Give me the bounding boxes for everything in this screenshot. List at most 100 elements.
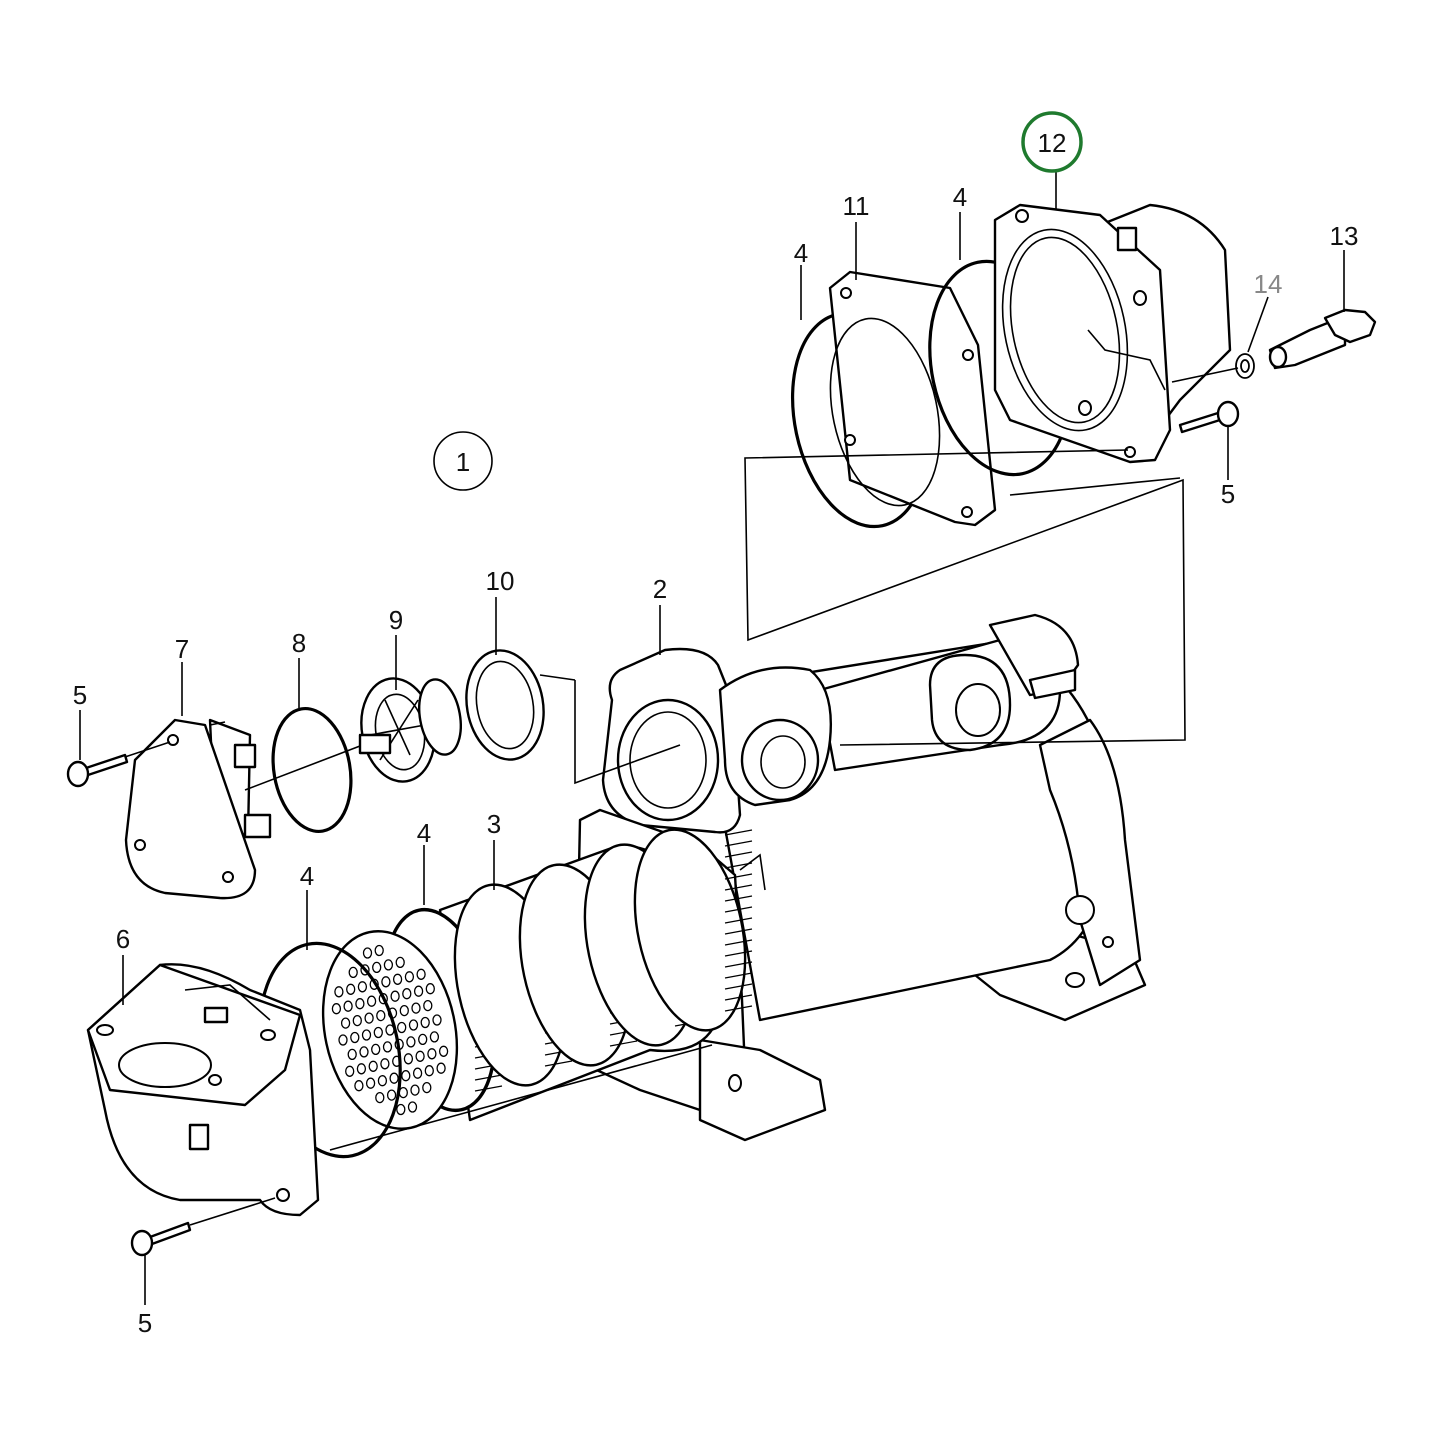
tube-bundle[interactable] <box>306 819 762 1141</box>
perforation-hole <box>413 985 424 997</box>
bundle-fin <box>544 1060 573 1067</box>
perforation-hole <box>422 1081 432 1094</box>
callouts: 1 2 3 4 4 4 4 5 5 5 6 7 8 9 10 11 12 13 … <box>73 111 1359 1338</box>
perforation-hole <box>381 976 391 988</box>
callout-1[interactable]: 1 <box>456 447 470 477</box>
perforation-hole <box>374 944 384 957</box>
perforation-hole <box>365 1077 376 1089</box>
thermostat-cover[interactable] <box>124 718 272 900</box>
perforation-hole <box>411 1002 421 1014</box>
callout-ring-1 <box>433 431 493 491</box>
perforation-hole <box>368 1060 378 1072</box>
bundle-disc <box>633 828 747 1032</box>
perforation-hole <box>364 1012 374 1024</box>
bundle-fin <box>609 1040 638 1047</box>
perforation-hole <box>423 999 433 1012</box>
bundle-fin <box>724 840 753 847</box>
o-ring-cover[interactable] <box>264 702 360 837</box>
temperature-sender[interactable] <box>1268 308 1377 370</box>
perforation-hole <box>427 1048 437 1060</box>
seal-ring-thermostat[interactable] <box>458 644 552 766</box>
thermostat[interactable] <box>354 673 467 788</box>
perforation-hole <box>380 1058 390 1070</box>
bundle-fin <box>474 1074 503 1081</box>
assembly-lines <box>124 367 1239 1226</box>
perforation-hole <box>355 998 365 1010</box>
perforation-hole <box>410 1084 420 1096</box>
perforation-hole <box>382 1041 393 1053</box>
perforation-hole <box>376 1009 386 1022</box>
perforation-hole <box>350 1031 360 1044</box>
callout-4-top-left[interactable]: 4 <box>794 238 808 268</box>
callout-5-left[interactable]: 5 <box>73 680 87 710</box>
bundle-fin <box>724 928 753 935</box>
perforation-hole <box>361 1029 372 1041</box>
perforation-hole <box>334 986 344 998</box>
perforation-hole <box>389 1072 399 1084</box>
bundle-fin <box>474 1085 503 1092</box>
perforation-hole <box>424 1065 434 1077</box>
perforation-hole <box>408 1019 419 1031</box>
perforation-hole <box>425 983 435 995</box>
bundle-fin <box>724 950 753 957</box>
perforation-hole <box>397 1021 407 1034</box>
end-cap-cover[interactable] <box>985 203 1232 464</box>
callout-5-bottom[interactable]: 5 <box>138 1308 152 1338</box>
perforation-hole <box>348 966 358 979</box>
callout-12[interactable]: 12 <box>1038 128 1067 158</box>
bundle-fin <box>724 917 753 924</box>
callout-6[interactable]: 6 <box>116 924 130 954</box>
callout-11[interactable]: 11 <box>843 191 870 221</box>
bundle-fin <box>724 1005 753 1012</box>
perforation-hole <box>392 973 403 985</box>
perforation-hole <box>366 995 377 1007</box>
perforation-hole <box>436 1062 446 1074</box>
bundle-fin <box>724 895 753 902</box>
perforation-hole <box>343 1000 353 1012</box>
perforation-hole <box>377 1075 388 1087</box>
bolt-top[interactable] <box>1178 400 1240 434</box>
perforation-hole <box>372 961 382 974</box>
bundle-fin <box>724 884 753 891</box>
callout-leaders <box>79 170 1345 1305</box>
perforation-hole <box>373 1026 383 1039</box>
perforation-hole <box>401 1070 411 1082</box>
callout-4-top-right[interactable]: 4 <box>953 182 967 212</box>
perforation-hole <box>438 1045 449 1057</box>
sealing-washer[interactable] <box>1235 353 1255 379</box>
perforation-hole <box>416 968 426 980</box>
callout-13[interactable]: 13 <box>1330 221 1359 251</box>
perforation-hole <box>415 1050 425 1062</box>
perforation-hole <box>407 1101 418 1113</box>
callout-5-right[interactable]: 5 <box>1221 479 1235 509</box>
perforation-hole <box>420 1016 430 1029</box>
perforation-hole <box>345 1065 355 1077</box>
perforation-hole <box>356 1063 367 1075</box>
callout-8[interactable]: 8 <box>292 628 306 658</box>
end-cover[interactable] <box>86 963 320 1217</box>
callout-ring-12 <box>1021 111 1083 173</box>
perforation-hole <box>352 1014 362 1027</box>
callout-7[interactable]: 7 <box>175 634 189 664</box>
bundle-fin <box>724 994 753 1001</box>
perforation-hole <box>403 1053 414 1065</box>
heat-exchanger-housing[interactable] <box>573 613 1147 1142</box>
perforation-hole <box>429 1031 440 1043</box>
bolt-bottom[interactable] <box>130 1221 192 1257</box>
callout-2[interactable]: 2 <box>653 574 667 604</box>
perforation-hole <box>371 1043 381 1056</box>
callout-4-bundle-rear[interactable]: 4 <box>300 861 314 891</box>
perforation-hole <box>357 981 368 993</box>
perforation-hole <box>340 1017 351 1029</box>
perforation-hole <box>402 988 412 1000</box>
callout-9[interactable]: 9 <box>389 605 403 635</box>
callout-3[interactable]: 3 <box>487 809 501 839</box>
perforation-hole <box>386 1089 397 1101</box>
perforation-hole <box>331 1003 342 1015</box>
perforation-hole <box>406 1036 416 1048</box>
adapter-plate[interactable] <box>814 270 997 527</box>
bolt-left[interactable] <box>66 753 129 788</box>
callout-4-bundle-front[interactable]: 4 <box>417 818 431 848</box>
callout-14[interactable]: 14 <box>1254 269 1283 299</box>
callout-10[interactable]: 10 <box>486 566 515 596</box>
